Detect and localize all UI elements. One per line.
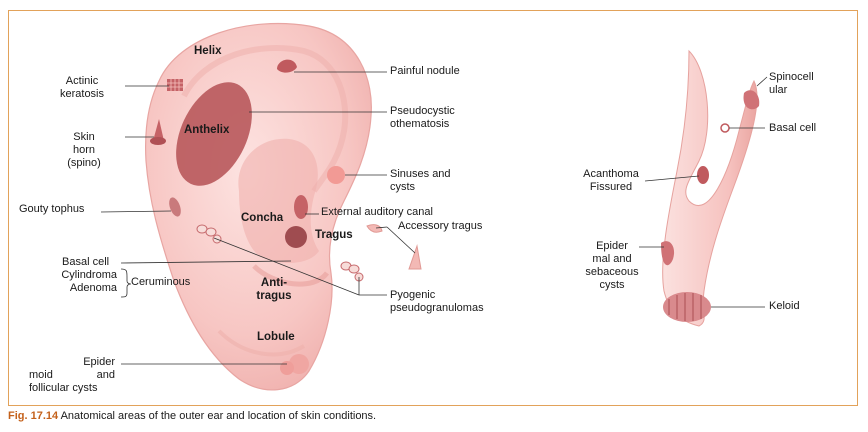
basal-cell-label: Basal cell (62, 256, 110, 268)
skin-horn-line1: Skin (73, 131, 95, 143)
gouty-tophus-label: Gouty tophus (19, 203, 85, 215)
antitragus-label-line1: Anti- (260, 277, 288, 289)
side-basal-cell-label: Basal cell (769, 122, 817, 134)
side-ear-outline (662, 49, 758, 327)
gouty-tophus-mark (169, 197, 181, 217)
helix-label: Helix (194, 45, 222, 57)
basal-cell-mark (285, 226, 307, 248)
keloid-mark (663, 292, 711, 322)
acanthoma-label: Acanthoma Fissured (579, 168, 643, 194)
sinuses-label: Sinuses and cysts (390, 168, 451, 194)
side-basal-mark (720, 123, 730, 133)
acanthoma-line2: Fissured (589, 181, 633, 193)
external-canal-label: External auditory canal (321, 206, 433, 218)
sinuses-line2: cysts (390, 181, 416, 193)
figure-caption: Fig. 17.14 Anatomical areas of the outer… (8, 410, 376, 422)
skin-horn-line2: horn (72, 144, 96, 156)
lobule-label: Lobule (257, 331, 295, 343)
keloid-label: Keloid (769, 300, 800, 312)
epidermoid-line2a: moid (29, 369, 53, 381)
skin-horn-label: Skin horn (spino) (59, 131, 109, 170)
epidermoid-line1: Epider (83, 356, 115, 368)
accessory-tragus-label: Accessory tragus (398, 220, 483, 232)
sinus-mark (327, 166, 345, 184)
painful-nodule-label: Painful nodule (390, 65, 460, 77)
ear-illustration (100, 22, 768, 391)
pyogenic-mark-2 (340, 261, 364, 282)
actinic-line1: Actinic (65, 75, 99, 87)
side-epidermal-line4: cysts (599, 279, 625, 291)
figure-number: Fig. 17.14 (8, 410, 59, 422)
antitragus-label-line2: tragus (256, 290, 292, 302)
spinocellular-label: Spinocell ular (769, 71, 814, 97)
sinuses-line1: Sinuses and (390, 168, 451, 180)
painful-nodule-mark (277, 59, 297, 73)
acanthoma-line1: Acanthoma (583, 168, 639, 180)
adenoma-label: Adenoma (69, 282, 117, 294)
spinocellular-line1: Spinocell (769, 71, 814, 83)
spinocellular-line2: ular (769, 84, 788, 96)
spinocellular-mark (743, 90, 760, 110)
pyogenic-label: Pyogenic pseudogranulomas (390, 289, 484, 315)
accessory-tragus-mark (366, 224, 383, 233)
side-epidermal-line3: sebaceous (585, 266, 639, 278)
ceruminous-label: Ceruminous (131, 276, 191, 288)
side-cyst-mark (661, 241, 675, 266)
pyogenic-line1: Pyogenic (390, 289, 436, 301)
helix-rim (181, 45, 349, 193)
pseudocystic-label: Pseudocystic othematosis (390, 105, 455, 131)
epidermoid-line3: follicular cysts (29, 382, 98, 394)
side-epidermal-line2: mal and (592, 253, 632, 265)
actinic-line2: keratosis (59, 88, 105, 100)
actinic-keratosis-mark (167, 79, 183, 91)
tragus-label: Tragus (315, 229, 353, 241)
anthelix-label: Anthelix (184, 124, 230, 136)
caption-text: Anatomical areas of the outer ear and lo… (58, 410, 377, 422)
side-epidermal-line1: Epider (596, 240, 628, 252)
concha-label: Concha (241, 212, 284, 224)
figure-frame: Helix Anthelix Concha Tragus Anti- tragu… (8, 10, 858, 406)
skin-horn-line3: (spino) (67, 157, 101, 169)
cylindroma-label: Cylindroma (61, 269, 117, 281)
epidermoid-cysts-label: Epider moid and follicular cysts (29, 356, 115, 395)
antitragus-label: Anti- tragus (254, 277, 294, 303)
pyogenic-line2: pseudogranulomas (390, 302, 484, 314)
pseudocystic-line2: othematosis (390, 118, 450, 130)
side-epidermal-label: Epider mal and sebaceous cysts (582, 240, 642, 292)
skin-horn-mark (150, 119, 166, 145)
actinic-keratosis-label: Actinic keratosis (47, 75, 117, 101)
epidermoid-line2b: and (96, 369, 115, 381)
pseudocystic-line1: Pseudocystic (390, 105, 455, 117)
acanthoma-mark (697, 166, 709, 184)
canal-nodule-mark (294, 195, 308, 219)
lobule-cyst-mark (289, 354, 309, 374)
pseudocyst-lesion (176, 82, 252, 186)
